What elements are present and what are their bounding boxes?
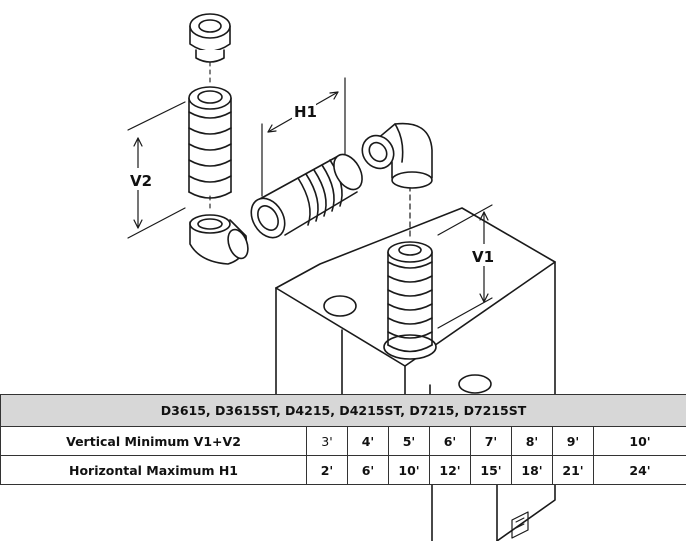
horizontal-pipe-h1 bbox=[250, 153, 363, 239]
vertical-pipe-v1 bbox=[387, 241, 433, 353]
flue-hole-right bbox=[458, 374, 492, 394]
row-label: Vertical Minimum V1+V2 bbox=[0, 426, 307, 456]
elbow-upper-right bbox=[361, 122, 433, 189]
flue-hole-left bbox=[323, 295, 357, 317]
table-cell: 4' bbox=[347, 426, 389, 456]
row-label: Horizontal Maximum H1 bbox=[0, 455, 307, 485]
table-cell: 24' bbox=[592, 455, 686, 485]
table-cell: 15' bbox=[470, 455, 512, 485]
table-cell: 6' bbox=[429, 426, 471, 456]
label-v1: V1 bbox=[472, 248, 494, 266]
vertical-pipe-v2 bbox=[188, 61, 232, 213]
termination-cap bbox=[189, 13, 231, 63]
elbow-lower-left bbox=[189, 214, 249, 265]
label-h1: H1 bbox=[294, 103, 317, 121]
table-cell: 12' bbox=[429, 455, 471, 485]
clearance-table: D3615, D3615ST, D4215, D4215ST, D7215, D… bbox=[0, 394, 686, 485]
label-v2: V2 bbox=[130, 172, 152, 190]
table-row: Horizontal Maximum H1 2' 6' 10' 12' 15' … bbox=[0, 455, 686, 485]
table-cell: 8' bbox=[511, 426, 553, 456]
table-cell: 7' bbox=[470, 426, 512, 456]
table-row: Vertical Minimum V1+V2 3' 4' 5' 6' 7' 8'… bbox=[0, 426, 686, 456]
table-cell: 9' bbox=[552, 426, 594, 456]
table-cell: 6' bbox=[347, 455, 389, 485]
dimension-h1 bbox=[261, 77, 346, 197]
table-cell: 10' bbox=[592, 426, 686, 456]
table-cell: 10' bbox=[388, 455, 430, 485]
table-cell: 2' bbox=[306, 455, 348, 485]
model-header: D3615, D3615ST, D4215, D4215ST, D7215, D… bbox=[0, 394, 686, 427]
table-cell: 18' bbox=[511, 455, 553, 485]
table-cell: 3' bbox=[306, 426, 348, 456]
table-cell: 21' bbox=[552, 455, 594, 485]
table-cell: 5' bbox=[388, 426, 430, 456]
